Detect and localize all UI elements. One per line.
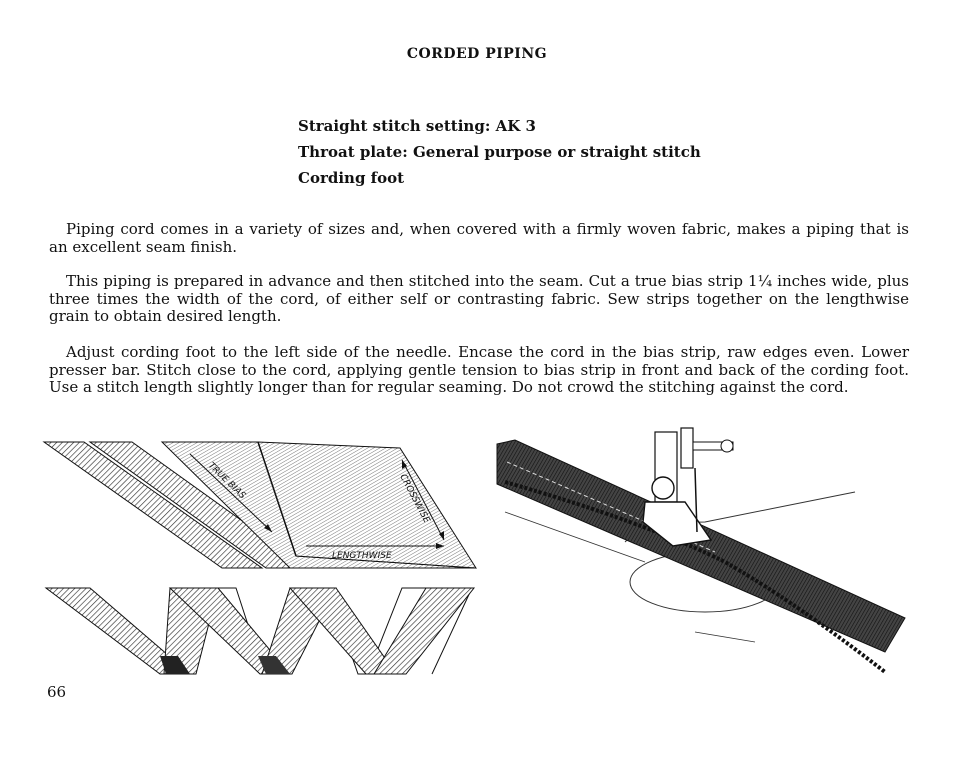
stitch-setting: Straight stitch setting: AK 3 — [298, 117, 536, 135]
bias-strip-illustration: TRUE BIAS CROSSWISE LENGTHWISE — [42, 441, 477, 675]
throat-plate-setting: Throat plate: General purpose or straigh… — [298, 143, 701, 161]
foot-setting: Cording foot — [298, 169, 405, 187]
lengthwise-label: LENGTHWISE — [332, 551, 392, 561]
page-number: 66 — [47, 683, 67, 701]
paragraph-piping-cord: Piping cord comes in a variety of sizes … — [49, 220, 909, 256]
paragraph-cording-foot: Adjust cording foot to the left side of … — [49, 343, 909, 396]
paragraph-prepare-piping: This piping is prepared in advance and t… — [49, 272, 909, 325]
cording-foot-illustration — [496, 427, 906, 674]
settings-list: Straight stitch setting: AK 3 Throat pla… — [298, 116, 701, 194]
page-title: CORDED PIPING — [406, 46, 548, 62]
